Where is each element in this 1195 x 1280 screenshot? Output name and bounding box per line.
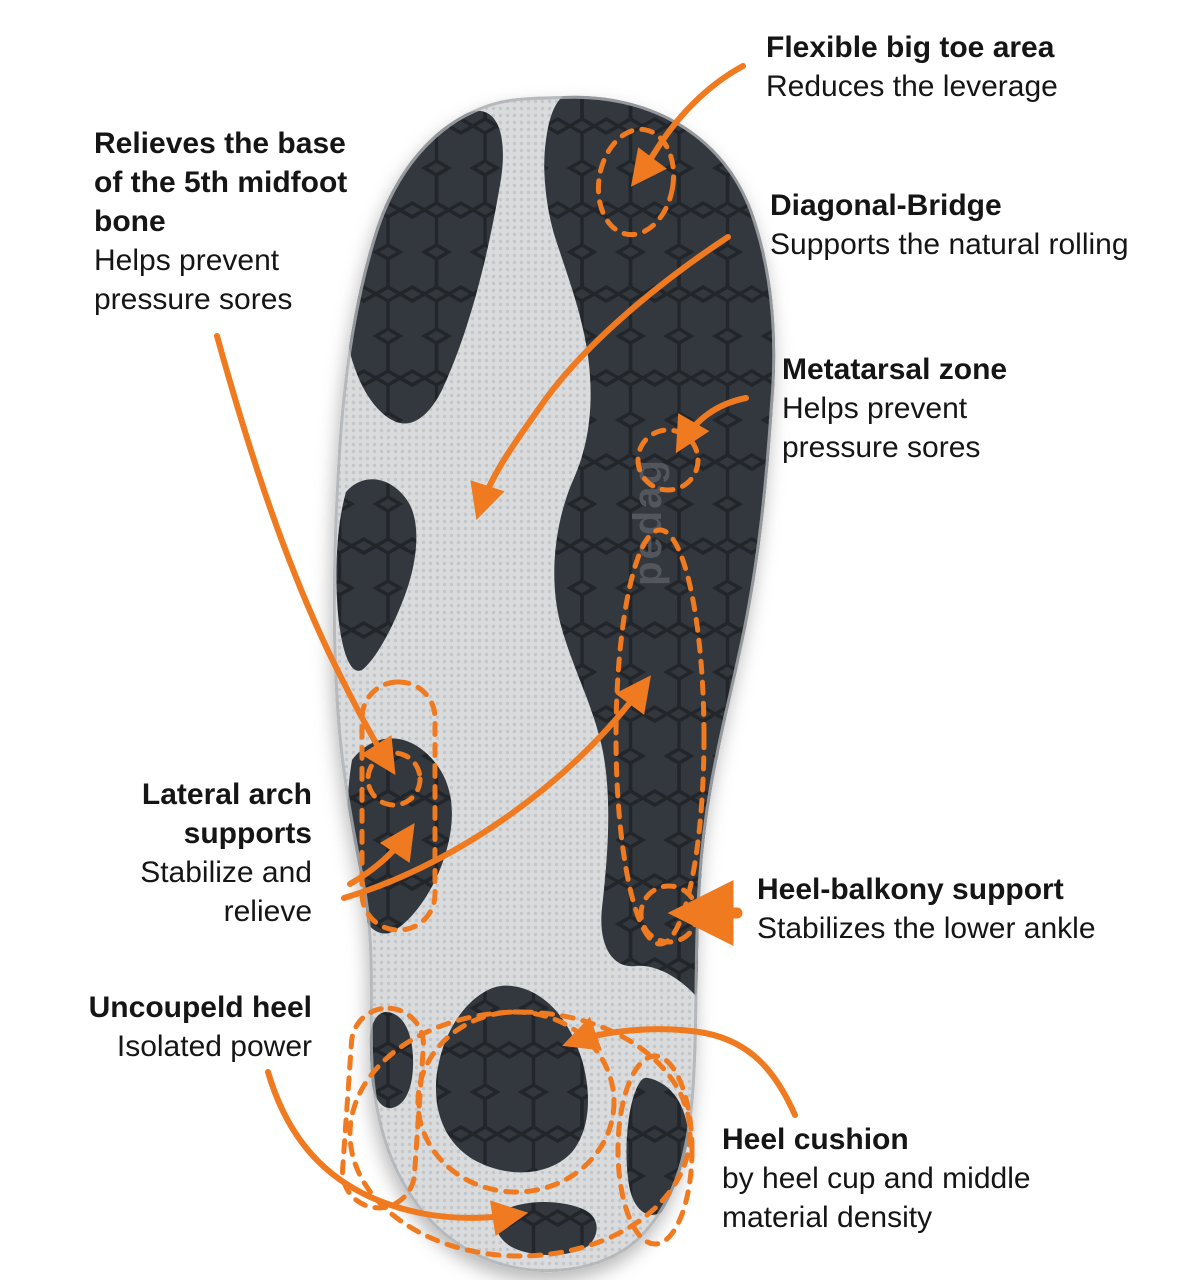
arrow-lateral-arch-short [347, 823, 415, 887]
annotation-subtitle: Helps prevent pressure sores [782, 392, 981, 464]
annotation-title: Lateral arch supports [141, 778, 312, 850]
annotation-subtitle: Helps prevent pressure sores [94, 244, 293, 316]
annotation-title: Uncoupeld heel [88, 991, 312, 1024]
annotation-uncoupled-heel: Uncoupeld heel Isolated power [89, 988, 312, 1066]
zone-heel-cushion-right [615, 1053, 695, 1247]
annotation-title: Diagonal-Bridge [770, 189, 1002, 222]
zone-flexible-big-toe [595, 126, 677, 238]
arrow-flexible-big-toe [630, 63, 746, 187]
annotation-subtitle: Reduces the leverage [766, 70, 1058, 103]
zone-lateral-arch-spot [365, 750, 423, 808]
arrow-relieves-5th [214, 333, 396, 776]
annotation-heel-cushion: Heel cushion by heel cup and middle mate… [722, 1120, 1031, 1237]
annotation-diagonal-bridge: Diagonal-Bridge Supports the natural rol… [770, 186, 1129, 264]
arrow-diagonal-bridge [470, 234, 731, 520]
annotation-title: Metatarsal zone [782, 353, 1008, 386]
zone-heel-left [340, 1005, 426, 1211]
arrow-heel-cushion [562, 1016, 798, 1118]
zone-diagonal-bridge [613, 527, 707, 947]
annotation-title: Flexible big toe area [766, 31, 1055, 64]
annotation-title: Heel-balkony support [757, 873, 1064, 906]
annotation-subtitle: by heel cup and middle material density [722, 1162, 1031, 1234]
annotation-relieves-5th-midfoot: Relieves the base of the 5th midfoot bon… [94, 124, 347, 319]
annotation-subtitle: Isolated power [116, 1030, 312, 1063]
arrow-metatarsal [675, 395, 749, 454]
annotation-heel-balkony: Heel-balkony support Stabilizes the lowe… [757, 870, 1096, 948]
annotation-subtitle: Stabilize and relieve [140, 856, 312, 928]
arrow-lateral-arch-long [341, 675, 651, 901]
annotation-subtitle: Stabilizes the lower ankle [757, 912, 1096, 945]
annotation-title: Relieves the base of the 5th midfoot bon… [94, 127, 348, 238]
annotation-flexible-big-toe: Flexible big toe area Reduces the levera… [766, 28, 1058, 106]
arrow-uncoupled-heel [265, 1069, 529, 1237]
annotation-subtitle: Supports the natural rolling [770, 228, 1129, 261]
annotation-lateral-arch: Lateral arch supports Stabilize and reli… [140, 775, 312, 931]
zone-lateral-arch [359, 679, 438, 933]
pedag-logo: pedag [626, 458, 670, 586]
annotation-title: Heel cushion [722, 1123, 909, 1156]
zone-metatarsal [635, 427, 701, 493]
annotation-metatarsal-zone: Metatarsal zone Helps prevent pressure s… [782, 350, 1007, 467]
